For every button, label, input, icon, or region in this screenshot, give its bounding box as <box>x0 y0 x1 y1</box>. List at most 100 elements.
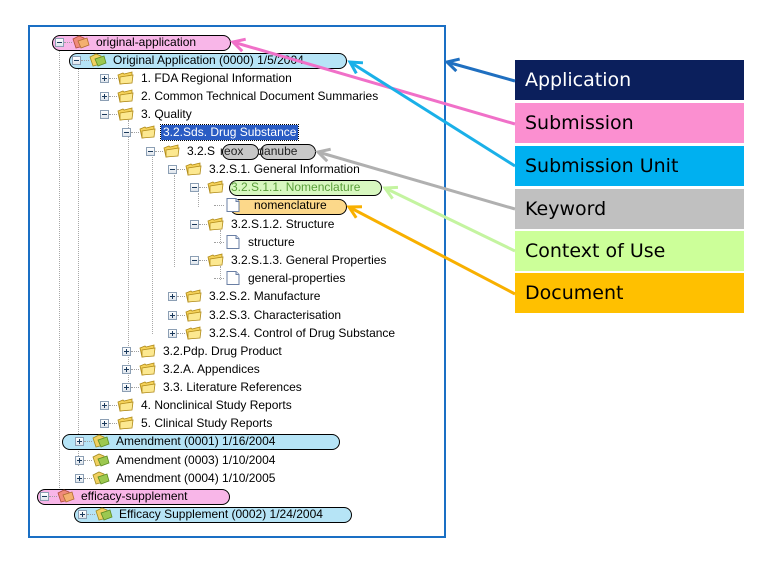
keyword-arrow <box>314 147 516 211</box>
expand-icon[interactable] <box>75 455 84 465</box>
tree-node-label: Efficacy Supplement (0002) 1/24/2004 <box>119 506 323 521</box>
tree-node-label: 2. Common Technical Document Summaries <box>141 88 379 103</box>
expand-icon[interactable] <box>100 418 109 428</box>
tree-node[interactable]: 3.2.Sds. Drug Substance <box>122 123 300 141</box>
tree-node-label: 3.2.S.4. Control of Drug Substance <box>209 325 396 340</box>
collapse-icon[interactable] <box>55 37 64 47</box>
folder-icon <box>139 344 156 358</box>
tree-node-label: 3.2.S.3. Characterisation <box>209 307 342 322</box>
tree-node[interactable]: structure <box>214 233 297 251</box>
tree-node-label: 1. FDA Regional Information <box>141 70 292 85</box>
keyword-tag: reox <box>220 144 244 158</box>
collapse-icon[interactable] <box>122 127 131 137</box>
tree-node[interactable]: Amendment (0001) 1/16/2004 <box>75 432 277 450</box>
tree-node[interactable]: 1. FDA Regional Information <box>100 69 294 87</box>
collapse-icon[interactable] <box>72 55 81 65</box>
tree-connector <box>131 350 139 352</box>
legend-label: Keyword <box>525 198 607 220</box>
tree-connector <box>199 186 207 188</box>
tree-connector <box>214 204 224 206</box>
tree-node[interactable]: 3.3. Literature References <box>122 378 304 396</box>
tree-connector <box>84 440 92 442</box>
tree-node[interactable]: 3.2.S.1.3. General Properties <box>190 251 388 269</box>
expand-icon[interactable] <box>78 509 87 519</box>
tree-node[interactable]: general-properties <box>214 269 347 287</box>
application-arrow <box>443 57 516 83</box>
document-icon <box>226 198 240 212</box>
legend-item-application: Application <box>515 60 744 100</box>
document-icon <box>226 235 240 249</box>
tree-node-label: nomenclature <box>254 197 327 212</box>
tree-node[interactable]: efficacy-supplement <box>40 487 190 505</box>
expand-icon[interactable] <box>122 364 131 374</box>
collapse-icon[interactable] <box>146 146 155 156</box>
tree-node[interactable]: Original Application (0000) 1/5/2004 <box>72 51 306 69</box>
tree-node[interactable]: Amendment (0004) 1/10/2005 <box>75 469 277 487</box>
application-highlight <box>37 489 230 505</box>
tree-node-label: structure <box>248 234 295 249</box>
keyword-highlight <box>260 144 316 160</box>
tree-connector <box>214 277 224 279</box>
collapse-icon[interactable] <box>190 255 199 265</box>
folder-icon <box>139 125 156 139</box>
tree-node[interactable]: 5. Clinical Study Reports <box>100 414 274 432</box>
expand-icon[interactable] <box>100 400 109 410</box>
tree-node[interactable]: 3.2.S.2. Manufacture <box>168 287 322 305</box>
tree-connector <box>109 95 117 97</box>
tree-node[interactable]: Efficacy Supplement (0002) 1/24/2004 <box>78 505 325 523</box>
expand-icon[interactable] <box>75 473 84 483</box>
expand-icon[interactable] <box>168 291 177 301</box>
tree-connector <box>84 459 92 461</box>
tree-connector <box>109 113 117 115</box>
collapse-icon[interactable] <box>168 164 177 174</box>
folder-icon <box>185 326 202 340</box>
collapse-icon[interactable] <box>190 219 199 229</box>
folder-icon <box>117 107 134 121</box>
expand-icon[interactable] <box>168 328 177 338</box>
tree-node-label: 3.2.Pdp. Drug Product <box>163 343 282 358</box>
tree-connector <box>131 368 139 370</box>
tree-connector <box>152 157 153 334</box>
tree-node-label: Amendment (0001) 1/16/2004 <box>116 433 276 448</box>
tree-node[interactable]: 3.2.A. Appendices <box>122 360 262 378</box>
submission-unit-arrow <box>347 60 516 168</box>
tree-node-label: 5. Clinical Study Reports <box>141 415 273 430</box>
expand-icon[interactable] <box>122 382 131 392</box>
tree-connector <box>177 168 185 170</box>
legend-label: Submission <box>525 112 634 134</box>
tree-node[interactable]: 3.2.S.3. Characterisation <box>168 306 343 324</box>
tree-connector <box>220 230 221 244</box>
collapse-icon[interactable] <box>100 109 109 119</box>
tree-node[interactable]: 3.2.S.1.2. Structure <box>190 215 336 233</box>
context-of-use-arrow <box>382 185 516 253</box>
tree-node[interactable]: 2. Common Technical Document Summaries <box>100 87 380 105</box>
tree-node[interactable]: nomenclature <box>214 196 329 214</box>
tree-node[interactable]: original-application <box>55 33 198 51</box>
tree-node-label: Original Application (0000) 1/5/2004 <box>113 52 304 67</box>
folder-icon <box>207 180 224 194</box>
collapse-icon[interactable] <box>40 491 49 501</box>
tree-connector <box>64 41 72 43</box>
tree-node[interactable]: 3.2.S.1.1. Nomenclature <box>190 178 362 196</box>
expand-icon[interactable] <box>100 73 109 83</box>
collapse-icon[interactable] <box>190 182 199 192</box>
folder-icon <box>207 253 224 267</box>
expand-icon[interactable] <box>75 436 84 446</box>
tree-node[interactable]: 3.2.S.4. Control of Drug Substance <box>168 324 397 342</box>
tree-node[interactable]: Amendment (0003) 1/10/2004 <box>75 451 277 469</box>
submission-folder-icon <box>92 453 110 467</box>
tree-node[interactable]: 3.2.Pdp. Drug Product <box>122 342 284 360</box>
tree-node-label: general-properties <box>248 270 346 285</box>
tree-node-label: Amendment (0003) 1/10/2004 <box>116 452 276 467</box>
tree-node[interactable]: 4. Nonclinical Study Reports <box>100 396 294 414</box>
expand-icon[interactable] <box>122 346 131 356</box>
tree-node[interactable]: 3. Quality <box>100 105 194 123</box>
expand-icon[interactable] <box>100 91 109 101</box>
expand-icon[interactable] <box>168 310 177 320</box>
tree-node[interactable]: 3.2.S.1. General Information <box>168 160 362 178</box>
application-folder-icon <box>72 35 90 49</box>
legend-item-submission: Submission <box>515 103 744 143</box>
tree-node-label: efficacy-supplement <box>81 488 188 503</box>
tree-connector <box>78 66 79 466</box>
